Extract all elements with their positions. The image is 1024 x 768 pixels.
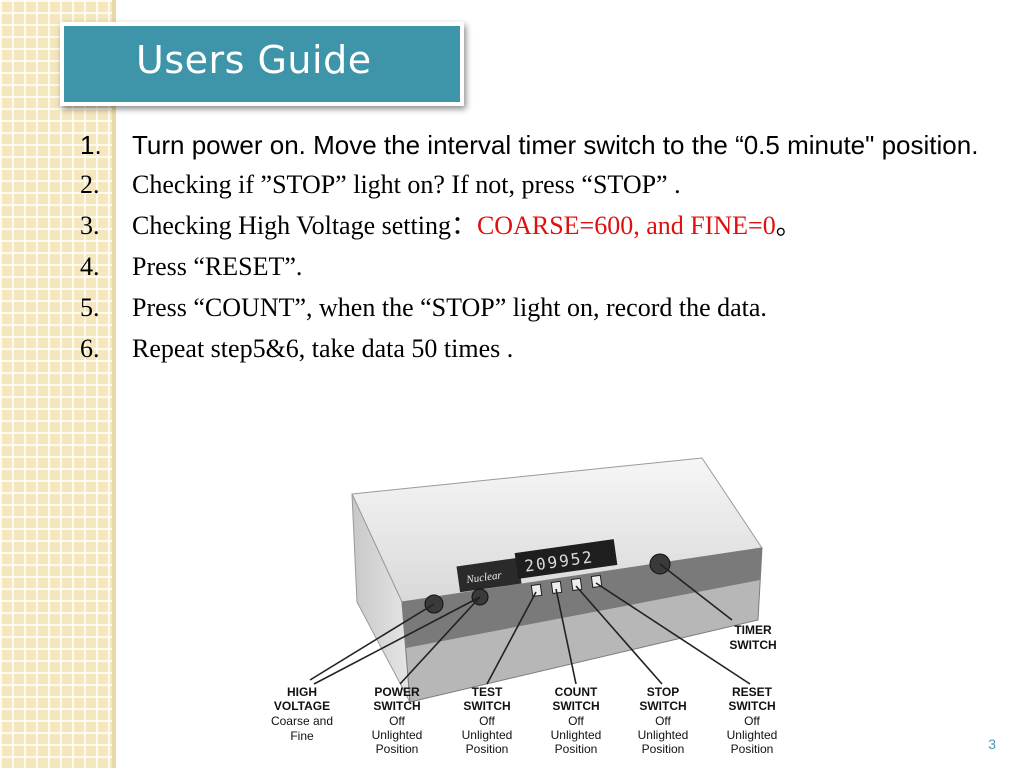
page-number: 3 [988,736,996,752]
brand-plate [456,557,522,593]
step-6: 6. Repeat step5&6, take data 50 times . [72,328,1012,369]
step-4: 4. Press “RESET”. [72,246,1012,287]
step-number: 3. [80,211,100,240]
step-5: 5. Press “COUNT”, when the “STOP” light … [72,287,1012,328]
decorative-grid-strip [0,0,116,768]
step-number: 6. [80,334,100,363]
step-text: Checking if ”STOP” light on? If not, pre… [132,170,681,199]
digit-display [514,539,618,579]
steps-list: 1. Turn power on. Move the interval time… [72,126,1012,369]
step-3: 3. Checking High Voltage setting：COARSE=… [72,205,1012,246]
step-text-end: 。 [775,211,802,240]
step-highlight: COARSE=600, and FINE=0 [476,211,776,240]
step-text: Press “RESET”. [132,252,303,281]
step-text: Turn power on. Move the interval timer s… [132,130,979,160]
slide-title: Users Guide [136,38,372,82]
step-number: 4. [80,252,100,281]
step-number: 5. [80,293,100,322]
step-text: Press “COUNT”, when the “STOP” light on,… [132,293,767,322]
step-2: 2. Checking if ”STOP” light on? If not, … [72,164,1012,205]
step-1: 1. Turn power on. Move the interval time… [72,126,1012,164]
step-text: Checking High Voltage setting： [132,211,477,240]
stop-switch [570,577,583,592]
brand-logo: Nuclear [465,569,503,586]
step-text: Repeat step5&6, take data 50 times . [132,334,514,363]
leader-lines [309,563,751,685]
test-switch [530,583,543,598]
title-box: Users Guide [60,22,464,106]
step-number: 1. [80,130,102,160]
step-number: 2. [80,170,100,199]
